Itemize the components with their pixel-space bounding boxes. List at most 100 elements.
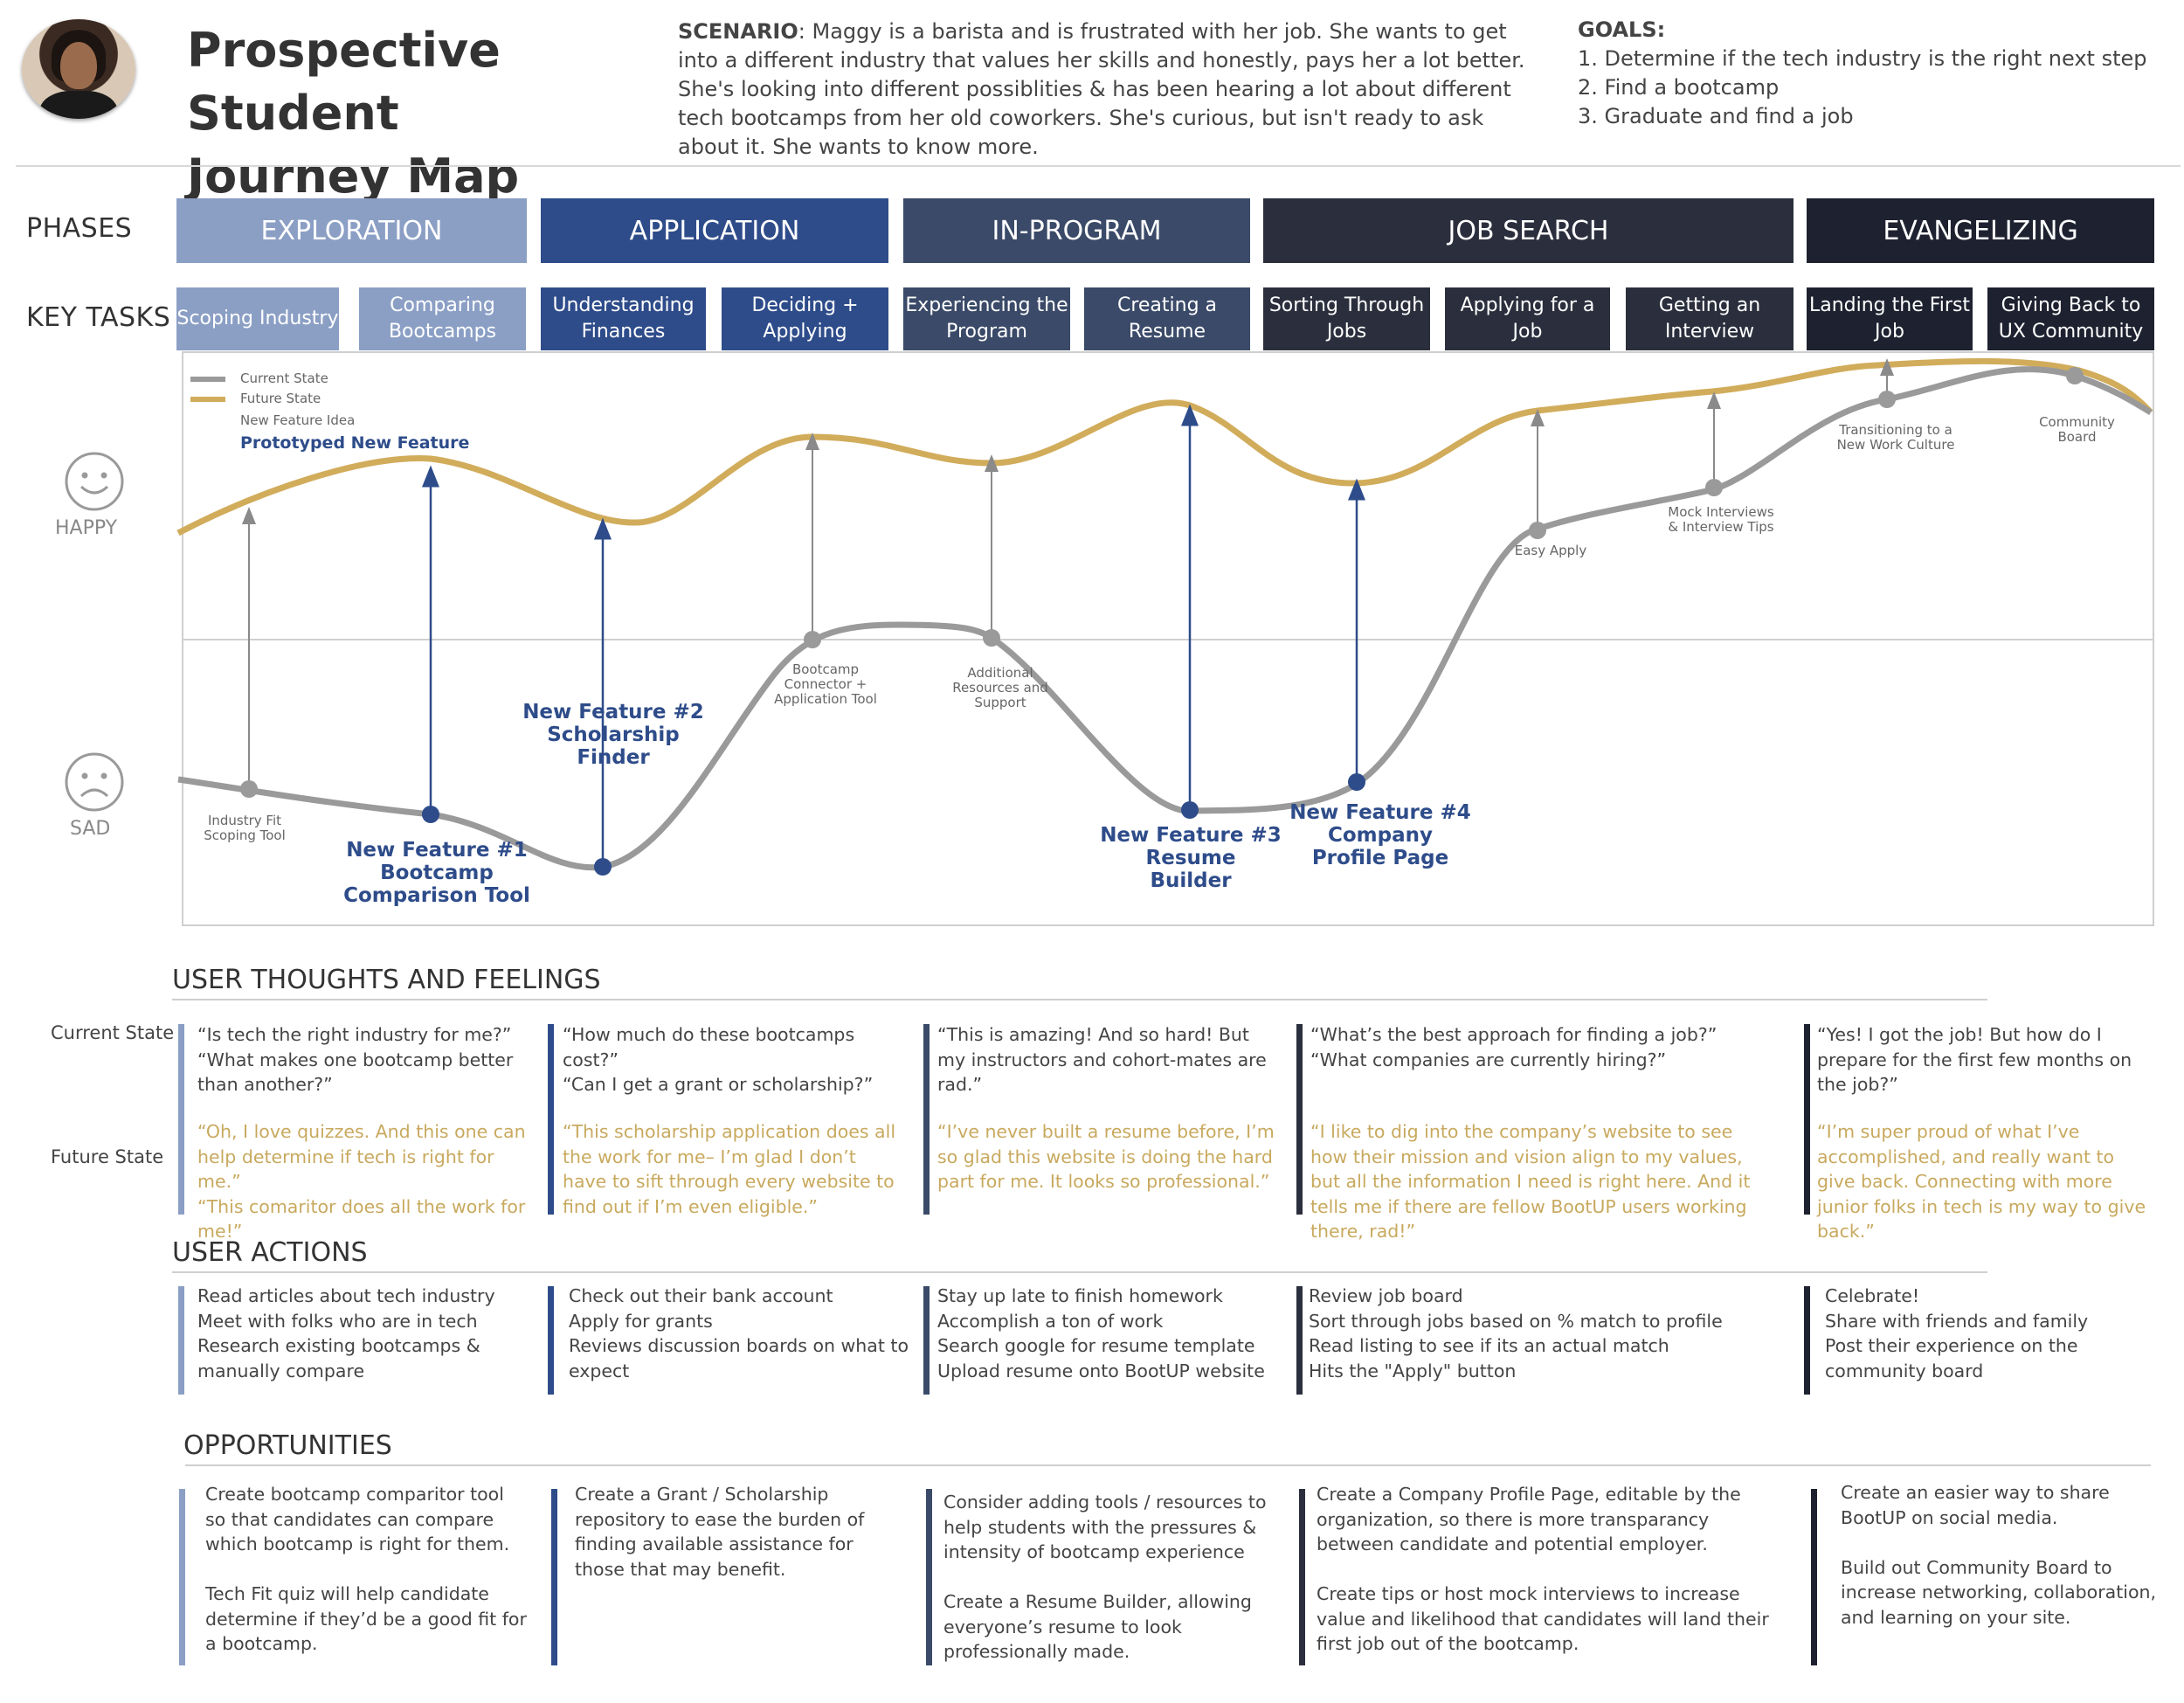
thought-future: “Oh, I love quizzes. And this one can he… (197, 1121, 526, 1242)
action-item: Stay up late to finish homework Accompli… (937, 1285, 1265, 1381)
label-transitioning: Transitioning to a New Work Culture (1836, 422, 1955, 453)
column-bar (923, 1024, 930, 1215)
thought-current: “Yes! I got the job! But how do I prepar… (1817, 1024, 2132, 1095)
scenario-body: : Maggy is a barista and is frustrated w… (678, 19, 1525, 159)
column-bar (178, 1024, 184, 1215)
column-bar (1811, 1489, 1817, 1665)
action-item: Review job board Sort through jobs based… (1309, 1285, 1723, 1381)
idea-point (240, 780, 258, 798)
sad-label: SAD (70, 818, 111, 840)
legend-idea-label: New Feature Idea (240, 412, 356, 428)
task-landing-first-job: Landing the First Job (1807, 287, 1973, 350)
goal-item: 2. Find a bootcamp (1578, 75, 1780, 100)
thoughts-rule (172, 999, 1987, 1000)
column-bar (1804, 1286, 1810, 1395)
opportunities-section-title: OPPORTUNITIES (183, 1430, 392, 1461)
label-community-board: Community Board (2039, 414, 2115, 445)
future-state-line (176, 357, 2153, 537)
task-applying-job: Applying for a Job (1445, 287, 1610, 350)
thoughts-section-title: USER THOUGHTS AND FEELINGS (172, 965, 601, 995)
task-scoping-industry: Scoping Industry (176, 287, 339, 350)
legend-prototyped-label: Prototyped New Feature (240, 433, 470, 453)
label-industry-fit: Industry Fit Scoping Tool (204, 813, 286, 843)
phases-label: PHASES (26, 213, 133, 244)
phase-exploration: EXPLORATION (176, 198, 527, 263)
task-understanding-finances: Understanding Finances (541, 287, 706, 350)
goals-block: GOALS: 1. Determine if the tech industry… (1578, 16, 2172, 131)
idea-point (1878, 391, 1896, 408)
feature-2-label: New Feature #2 Scholarship Finder (522, 701, 704, 769)
feature-point (1348, 773, 1365, 791)
thought-current: “Is tech the right industry for me?” “Wh… (197, 1024, 514, 1095)
phase-in-program: IN-PROGRAM (903, 198, 1250, 263)
thought-future: “I like to dig into the company’s websit… (1310, 1121, 1751, 1242)
goals-label: GOALS: (1578, 17, 1666, 42)
happy-label: HAPPY (55, 517, 118, 539)
current-state-label: Current State (51, 1022, 175, 1043)
page-title: Prospective Student Journey Map (187, 19, 641, 208)
thought-current: “What’s the best approach for finding a … (1310, 1024, 1717, 1070)
idea-point (804, 631, 821, 648)
opportunity-item: Create an easier way to share BootUP on … (1841, 1482, 2157, 1628)
opportunity-item: Create bootcamp comparitor tool so that … (205, 1484, 527, 1654)
opportunities-rule (185, 1464, 2151, 1466)
scenario-label: SCENARIO (678, 19, 798, 44)
idea-point (983, 629, 1000, 647)
opportunity-item: Create a Grant / Scholarship repository … (575, 1484, 865, 1580)
persona-avatar (22, 19, 135, 119)
title-line-2: Journey Map (187, 149, 520, 204)
goal-item: 1. Determine if the tech industry is the… (1578, 46, 2147, 71)
phase-application: APPLICATION (541, 198, 888, 263)
label-easy-apply: Easy Apply (1514, 543, 1587, 558)
label-bootcamp-connector: Bootcamp Connector + Application Tool (774, 661, 877, 707)
thought-current: “How much do these bootcamps cost?” “Can… (563, 1024, 874, 1095)
column-bar (926, 1489, 932, 1665)
task-deciding-applying: Deciding + Applying (722, 287, 888, 350)
idea-point (2066, 367, 2084, 384)
column-bar (1296, 1286, 1303, 1395)
task-giving-back: Giving Back to UX Community (1987, 287, 2154, 350)
thought-future: “This scholarship application does all t… (563, 1121, 896, 1217)
column-bar (178, 1286, 184, 1395)
legend-future-label: Future State (240, 391, 321, 406)
action-item: Celebrate! Share with friends and family… (1825, 1285, 2089, 1381)
thought-current: “This is amazing! And so hard! But my in… (937, 1024, 1267, 1095)
column-bar (1299, 1489, 1305, 1665)
actions-section-title: USER ACTIONS (172, 1237, 368, 1268)
feature-point (422, 806, 439, 823)
feature-1-label: New Feature #1 Bootcamp Comparison Tool (343, 839, 530, 907)
label-mock-interviews: Mock Interviews & Interview Tips (1668, 504, 1774, 535)
phase-job-search: JOB SEARCH (1263, 198, 1794, 263)
journey-chart-frame (182, 351, 2154, 926)
key-tasks-label: KEY TASKS (26, 302, 171, 333)
sad-face-icon (65, 752, 124, 812)
idea-point (1705, 479, 1723, 496)
column-bar (551, 1489, 557, 1665)
column-bar (548, 1024, 554, 1215)
task-experiencing-program: Experiencing the Program (903, 287, 1070, 350)
feature-point (594, 858, 612, 876)
task-creating-resume: Creating a Resume (1084, 287, 1250, 350)
action-item: Check out their bank account Apply for g… (569, 1285, 909, 1381)
header-divider (16, 165, 2181, 167)
idea-point (1529, 522, 1546, 539)
happy-face-icon (65, 452, 124, 511)
phase-evangelizing: EVANGELIZING (1807, 198, 2154, 263)
column-bar (179, 1489, 185, 1665)
feature-3-label: New Feature #3 Resume Builder (1100, 824, 1282, 892)
action-item: Read articles about tech industry Meet w… (197, 1285, 495, 1381)
label-additional-resources: Additional Resources and Support (952, 665, 1048, 710)
column-bar (548, 1286, 554, 1395)
actions-rule (172, 1271, 1987, 1273)
task-sorting-jobs: Sorting Through Jobs (1263, 287, 1430, 350)
feature-point (1181, 801, 1199, 819)
opportunity-item: Consider adding tools / resources to hel… (943, 1492, 1267, 1662)
opportunity-item: Create a Company Profile Page, editable … (1317, 1484, 1769, 1654)
title-line-1: Prospective Student (187, 23, 501, 141)
feature-4-label: New Feature #4 Company Profile Page (1289, 801, 1471, 869)
thought-future: “I’m super proud of what I’ve accomplish… (1817, 1121, 2146, 1242)
task-getting-interview: Getting an Interview (1626, 287, 1794, 350)
column-bar (923, 1286, 930, 1395)
column-bar (1296, 1024, 1303, 1215)
